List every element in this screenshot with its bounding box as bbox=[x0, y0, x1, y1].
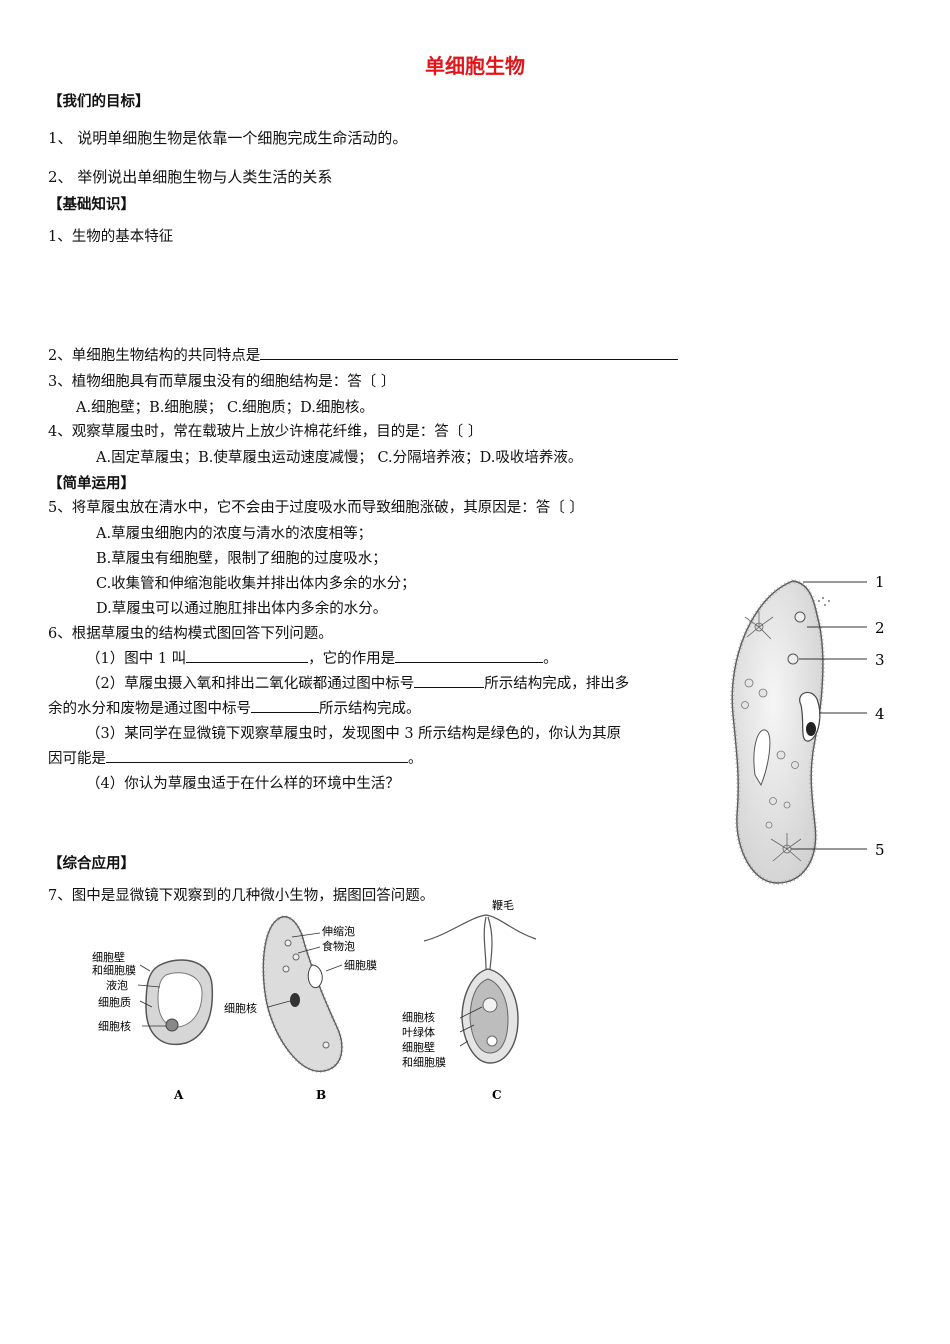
question-6-4: （4）你认为草履虫适于在什么样的环境中生活？ bbox=[86, 776, 400, 792]
question-5-option-b: B.草履虫有细胞壁，限制了细胞的过度吸水； bbox=[96, 551, 387, 567]
caption-a: A bbox=[173, 1088, 184, 1102]
q6-2-text-c: 余的水分和废物是通过图中标号 bbox=[48, 701, 251, 717]
contractile-vacuole-bottom bbox=[770, 833, 802, 862]
contractile-vacuole-top bbox=[744, 611, 774, 640]
question-6-2: （2）草履虫摄入氧和排出二氧化碳都通过图中标号 所示结构完成，排出多 bbox=[86, 672, 629, 693]
question-5-option-a: A.草履虫细胞内的浓度与清水的浓度相等； bbox=[96, 526, 373, 542]
caption-c: C bbox=[492, 1088, 502, 1102]
label-b-cell-membrane: 细胞膜 bbox=[344, 959, 377, 972]
goal-2: 2、 举例说出单细胞生物与人类生活的关系 bbox=[48, 168, 333, 186]
question-1: 1、生物的基本特征 bbox=[48, 229, 174, 245]
question-6-3-cont: 因可能是 。 bbox=[48, 747, 423, 768]
label-b-contractile-vacuole: 伸缩泡 bbox=[322, 924, 355, 938]
question-4-options: A.固定草履虫；B.使草履虫运动速度减慢； C.分隔培养液；D.吸收培养液。 bbox=[96, 450, 583, 466]
goal-1: 1、 说明单细胞生物是依靠一个细胞完成生命活动的。 bbox=[48, 129, 408, 147]
answer-blank-q6-1-name[interactable] bbox=[186, 648, 309, 663]
question-2-text: 2、单细胞生物结构的共同特点是 bbox=[48, 348, 261, 364]
question-6: 6、根据草履虫的结构模式图回答下列问题。 bbox=[48, 626, 333, 642]
label-c-flagella: 鞭毛 bbox=[492, 898, 514, 912]
caption-b: B bbox=[316, 1088, 326, 1102]
label-c-cell-wall: 细胞壁 bbox=[402, 1040, 435, 1054]
section-simple-heading: 【简单运用】 bbox=[48, 476, 135, 492]
paramecium-label-4: 4 bbox=[875, 705, 885, 723]
label-b-nucleus: 细胞核 bbox=[224, 1001, 257, 1015]
question-5-option-c: C.收集管和伸缩泡能收集并排出体内多余的水分； bbox=[96, 576, 416, 592]
answer-blank-q6-1-function[interactable] bbox=[395, 648, 544, 663]
q6-2-text-a: （2）草履虫摄入氧和排出二氧化碳都通过图中标号 bbox=[86, 676, 415, 692]
q6-2-text-d: 所示结构完成。 bbox=[319, 701, 421, 717]
q6-1-text-a: （1）图中 1 叫 bbox=[86, 651, 187, 667]
paramecium-label-5: 5 bbox=[875, 841, 885, 859]
answer-blank-q6-3[interactable] bbox=[106, 748, 408, 763]
label-a-cytoplasm: 细胞质 bbox=[98, 996, 131, 1009]
question-4: 4、观察草履虫时，常在载玻片上放少许棉花纤维，目的是：答〔 〕 bbox=[48, 424, 483, 440]
answer-blank-q2[interactable] bbox=[260, 345, 679, 360]
question-6-2-cont: 余的水分和废物是通过图中标号 所示结构完成。 bbox=[48, 697, 421, 718]
food-vacuole-forming bbox=[806, 722, 816, 736]
label-b-food-vacuole: 食物泡 bbox=[322, 939, 355, 953]
question-3: 3、植物细胞具有而草履虫没有的细胞结构是：答〔 〕 bbox=[48, 374, 396, 390]
answer-blank-q6-2-waste[interactable] bbox=[251, 698, 319, 713]
section-comprehensive-heading: 【综合应用】 bbox=[48, 856, 135, 872]
label-c-cell-membrane: 和细胞膜 bbox=[402, 1056, 446, 1069]
section-goals-heading: 【我们的目标】 bbox=[48, 94, 150, 110]
q6-3-text-b: 因可能是 bbox=[48, 751, 106, 767]
food-vacuoles bbox=[741, 678, 799, 829]
q6-1-text-c: 。 bbox=[543, 651, 558, 667]
vacuole-2 bbox=[794, 611, 806, 623]
label-a-nucleus: 细胞核 bbox=[98, 1019, 131, 1033]
label-a-vacuole: 液泡 bbox=[106, 978, 128, 992]
organism-c: 鞭毛 细胞核 叶绿体 细胞壁 和细胞膜 C bbox=[402, 898, 537, 1102]
question-6-3: （3）某同学在显微镜下观察草履虫时，发现图中 3 所示结构是绿色的，你认为其原 bbox=[86, 726, 622, 742]
microorganisms-figure: 细胞壁 和细胞膜 液泡 细胞质 细胞核 A 伸缩泡 食物泡 细胞膜 细胞核 B bbox=[92, 898, 537, 1102]
label-a-cell-membrane: 和细胞膜 bbox=[92, 964, 136, 977]
question-5-option-d: D.草履虫可以通过胞肛排出体内多余的水分。 bbox=[96, 601, 388, 617]
section-basics-heading: 【基础知识】 bbox=[48, 197, 135, 213]
organism-a: 细胞壁 和细胞膜 液泡 细胞质 细胞核 A bbox=[92, 950, 214, 1102]
question-6-1: （1）图中 1 叫 ，它的作用是 。 bbox=[86, 647, 558, 668]
paramecium-diagram: 1 2 3 4 5 bbox=[730, 573, 885, 886]
paramecium-label-1: 1 bbox=[875, 573, 885, 591]
question-2: 2、单细胞生物结构的共同特点是 bbox=[48, 344, 679, 365]
vacuole-3 bbox=[787, 653, 799, 665]
q6-3-text-c: 。 bbox=[408, 751, 423, 767]
label-a-cell-wall: 细胞壁 bbox=[92, 950, 125, 964]
organism-b: 伸缩泡 食物泡 细胞膜 细胞核 B bbox=[224, 915, 377, 1102]
q6-1-text-b: ，它的作用是 bbox=[308, 651, 396, 667]
question-7: 7、图中是显微镜下观察到的几种微小生物，据图回答问题。 bbox=[48, 888, 435, 904]
cilia-fringe bbox=[730, 578, 825, 886]
ejected-particles bbox=[818, 597, 830, 606]
answer-blank-q6-2-gas[interactable] bbox=[414, 673, 485, 688]
label-c-chloroplast: 叶绿体 bbox=[402, 1025, 435, 1039]
question-5: 5、将草履虫放在清水中，它不会由于过度吸水而导致细胞涨破，其原因是：答〔 〕 bbox=[48, 500, 584, 516]
oral-groove bbox=[753, 729, 771, 787]
label-c-nucleus: 细胞核 bbox=[402, 1010, 435, 1024]
q6-2-text-b: 所示结构完成，排出多 bbox=[484, 676, 630, 692]
pointer-lines bbox=[791, 581, 867, 850]
paramecium-label-3: 3 bbox=[875, 651, 885, 669]
paramecium-label-2: 2 bbox=[875, 619, 885, 637]
question-3-options: A.细胞壁；B.细胞膜； C.细胞质；D.细胞核。 bbox=[76, 400, 374, 416]
page-title: 单细胞生物 bbox=[425, 54, 525, 78]
